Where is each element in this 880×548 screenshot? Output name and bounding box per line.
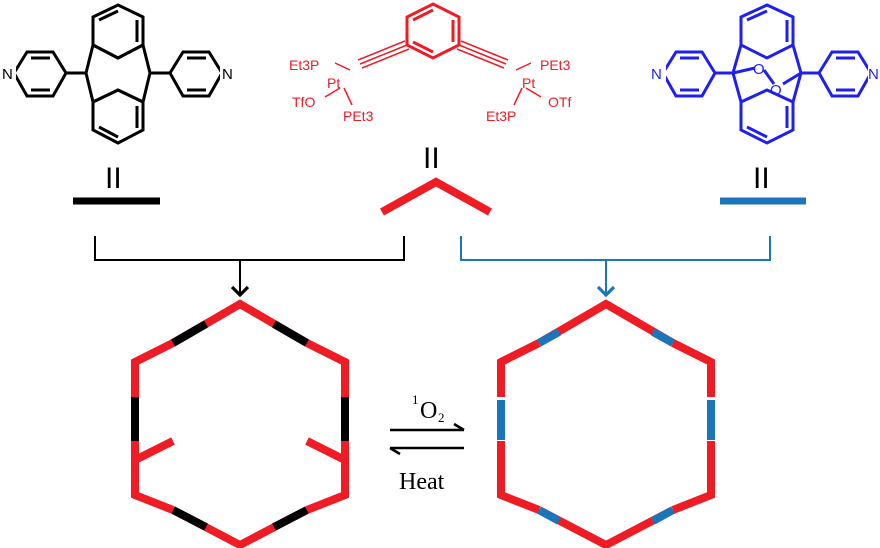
pt-left-label: Pt xyxy=(327,75,340,91)
tfo-left-label: TfO xyxy=(292,94,315,110)
pyridine-n-label: N xyxy=(651,66,662,83)
pet3-left-label: PEt3 xyxy=(343,108,374,124)
pyridine-n-label: N xyxy=(2,66,13,83)
equilibrium-arrows xyxy=(389,422,465,456)
heat-label: Heat xyxy=(399,469,445,495)
peroxide-o-label: O xyxy=(770,82,782,99)
et3p-right-label: Et3P xyxy=(486,108,516,124)
svg-text:O: O xyxy=(420,398,437,424)
hexagonal-metallacycle-black xyxy=(131,299,349,548)
equals-sign: II xyxy=(423,142,440,175)
hexagonal-metallacycle-blue xyxy=(497,299,715,548)
peroxide-o-label: O xyxy=(753,61,765,78)
svg-text:2: 2 xyxy=(438,410,445,425)
angular-acceptor-symbol xyxy=(380,177,492,216)
singlet-oxygen-label: 1 O 2 xyxy=(412,392,445,425)
pt-right-label: Pt xyxy=(522,75,535,91)
equals-sign: II xyxy=(753,162,770,195)
pet3-right-label: PEt3 xyxy=(540,57,571,73)
svg-text:1: 1 xyxy=(412,392,419,407)
diplatinum-acceptor-molecule xyxy=(324,2,542,106)
endoperoxide-dipyridyl-molecule xyxy=(661,3,873,145)
equals-sign: II xyxy=(105,162,122,195)
blue-connector-bracket xyxy=(460,236,771,298)
pyridine-n-label: N xyxy=(868,66,879,83)
anthracene-dipyridyl-molecule xyxy=(12,3,224,145)
pyridine-n-label: N xyxy=(222,66,233,83)
et3p-left-label: Et3P xyxy=(289,57,319,73)
otf-right-label: OTf xyxy=(548,94,571,110)
black-connector-bracket xyxy=(94,236,405,298)
